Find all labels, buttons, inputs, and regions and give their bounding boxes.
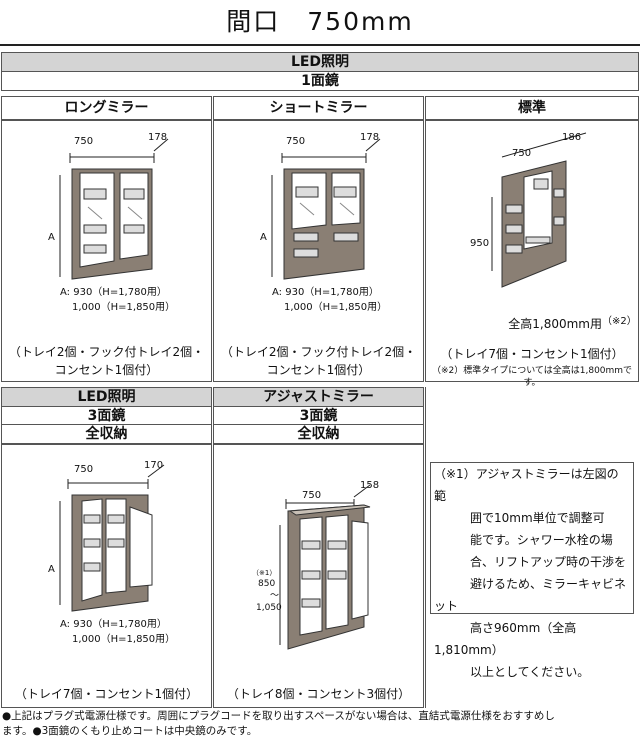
one-mirror-header: 1面鏡 xyxy=(1,71,639,91)
a-value-line1: A: 930（H=1,780用） xyxy=(272,287,379,298)
depth-dimension: 186 xyxy=(562,132,582,143)
standard-drawing xyxy=(491,132,587,288)
width-dimension: 750 xyxy=(74,136,94,147)
height-note: （※1） xyxy=(252,569,277,577)
depth-dimension: 158 xyxy=(360,480,380,491)
title-divider xyxy=(0,44,640,46)
a-value-line2: 1,000（H=1,850用） xyxy=(284,302,388,313)
full-storage-header: 全収納 xyxy=(1,424,212,444)
a-value-line1: A: 930（H=1,780用） xyxy=(60,619,167,630)
height-dimension: 950 xyxy=(470,238,490,249)
footer-line-1: ●上記はプラグ式電源仕様です。周囲にプラグコードを取り出すスペースがない場合は、… xyxy=(2,710,555,722)
note-column xyxy=(425,387,639,708)
width-dimension: 750 xyxy=(74,464,94,475)
long-mirror-cell: 750 178 A A: 930（H=1,780用） 1,000（H=1,850… xyxy=(1,120,212,382)
led-three-mirror-desc: （トレイ7個・コンセント1個付） xyxy=(14,687,199,701)
short-mirror-desc1: （トレイ2個・フック付トレイ2個・ xyxy=(220,345,417,359)
depth-dimension: 170 xyxy=(144,460,164,471)
footer-line-2: ます。●3面鏡のくもり止めコートは中央鏡のみです。 xyxy=(2,725,258,737)
a-value-line2: 1,000（H=1,850用） xyxy=(72,634,176,645)
a-dimension: A xyxy=(48,232,55,243)
standard-note: （※2）標準タイプについては全高は1,800mmです。 xyxy=(431,366,633,388)
long-mirror-drawing xyxy=(59,138,169,280)
full-storage-header-2: 全収納 xyxy=(213,424,424,444)
a-dimension: A xyxy=(48,564,55,575)
width-dimension: 750 xyxy=(286,136,306,147)
short-mirror-desc2: コンセント1個付） xyxy=(266,363,371,377)
a-value-line1: A: 930（H=1,780用） xyxy=(60,287,167,298)
note-line-5: 避けるため、ミラーキャビネット xyxy=(434,577,627,613)
note-line-2: 囲で10mm単位で調整可 xyxy=(434,511,605,525)
standard-cell: 750 186 950 全高1,800mm用 （※2） （トレイ7個・コンセント… xyxy=(425,120,639,388)
note-line-4: 合、リフトアップ時の干渉を xyxy=(434,555,627,569)
note-line-7: 以上としてください。 xyxy=(434,665,590,679)
adjust-mirror-desc: （トレイ8個・コンセント3個付） xyxy=(226,687,411,701)
led-header: LED照明 xyxy=(1,52,639,72)
led-three-mirror-drawing xyxy=(59,464,165,612)
a-value-line2: 1,000（H=1,850用） xyxy=(72,302,176,313)
led-header-2: LED照明 xyxy=(1,387,212,407)
total-height-note: （※2） xyxy=(602,316,637,327)
short-mirror-drawing xyxy=(271,138,381,280)
three-mirror-header-2: 3面鏡 xyxy=(213,406,424,425)
total-height: 全高1,800mm用 xyxy=(508,317,602,331)
short-mirror-cell: 750 178 A A: 930（H=1,780用） 1,000（H=1,850… xyxy=(213,120,424,382)
adjust-mirror-cell: 750 158 850 （※1） 〜 1,050 （トレイ8個・コンセント3個付… xyxy=(213,444,424,708)
adjust-mirror-drawing xyxy=(279,484,371,650)
page-title: 間口 750mm xyxy=(226,7,414,36)
width-dimension: 750 xyxy=(512,148,532,159)
note-line-3: 能です。シャワー水栓の場 xyxy=(434,533,613,547)
height-tilde: 〜 xyxy=(270,591,280,601)
width-dimension: 750 xyxy=(302,490,322,501)
note-line-1: （※1）アジャストミラーは左図の範 xyxy=(434,467,619,503)
depth-dimension: 178 xyxy=(148,132,168,143)
note-line-6: 高さ960mm（全高1,810mm） xyxy=(434,621,577,657)
a-dimension: A xyxy=(260,232,267,243)
depth-dimension: 178 xyxy=(360,132,380,143)
adjust-mirror-header: アジャストミラー xyxy=(213,387,424,407)
led-three-mirror-cell: 750 170 A A: 930（H=1,780用） 1,000（H=1,850… xyxy=(1,444,212,708)
long-mirror-desc1: （トレイ2個・フック付トレイ2個・ xyxy=(8,345,205,359)
height-max: 1,050 xyxy=(256,603,282,613)
three-mirror-header: 3面鏡 xyxy=(1,406,212,425)
standard-header: 標準 xyxy=(425,96,639,120)
long-mirror-desc2: コンセント1個付） xyxy=(54,363,159,377)
height-min: 850 xyxy=(258,579,276,589)
long-mirror-header: ロングミラー xyxy=(1,96,212,120)
short-mirror-header: ショートミラー xyxy=(213,96,424,120)
adjust-mirror-note-box: （※1）アジャストミラーは左図の範 囲で10mm単位で調整可 能です。シャワー水… xyxy=(430,462,634,679)
standard-desc: （トレイ7個・コンセント1個付） xyxy=(440,347,624,361)
